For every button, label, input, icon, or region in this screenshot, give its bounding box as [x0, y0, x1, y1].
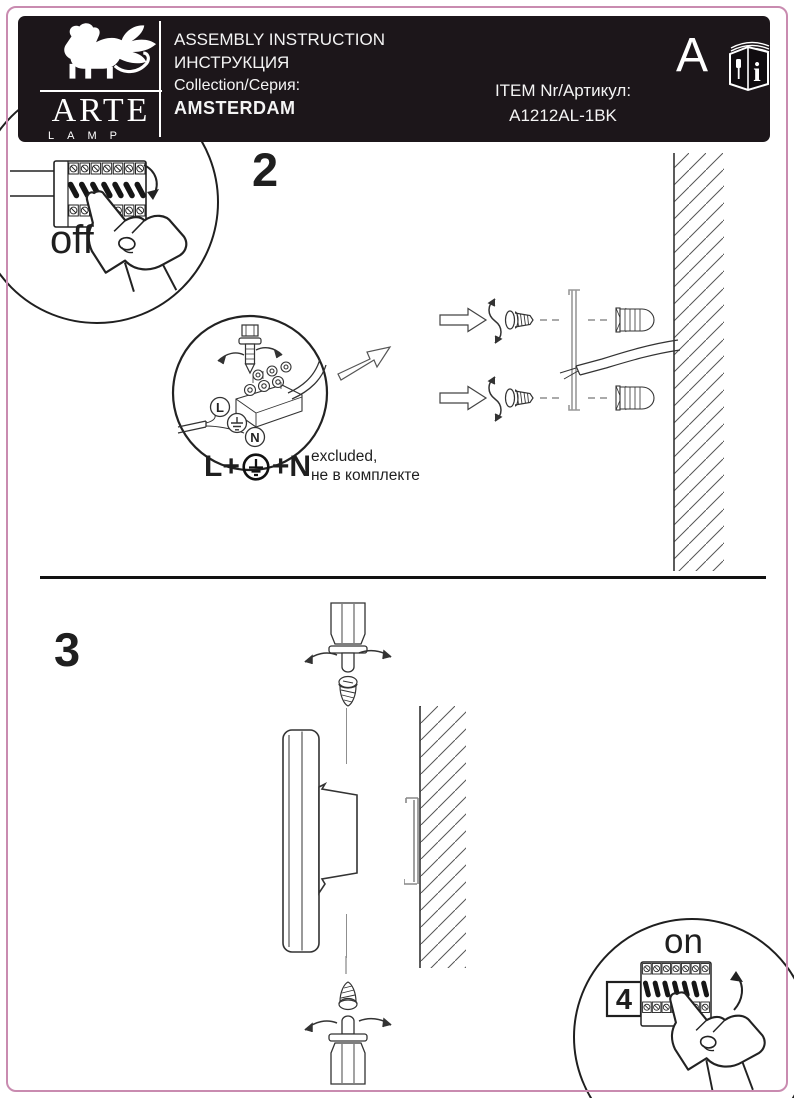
wall-section-step3 — [404, 706, 466, 968]
terminal-n-label: N — [250, 430, 259, 445]
rotation-arrow-icon — [304, 1017, 392, 1032]
mounting-bracket-icon — [404, 797, 419, 885]
circuit-breaker-on-icon: 4 — [605, 961, 766, 1092]
section-divider — [40, 576, 766, 579]
header-divider — [159, 21, 161, 137]
item-value: A1212AL-1BK — [509, 106, 617, 125]
item-label: ITEM Nr/Артикул: — [494, 81, 632, 100]
revision-letter: A — [676, 29, 709, 82]
rotation-arrow-icon — [487, 298, 503, 344]
collection-label: Collection/Серия: — [174, 77, 301, 94]
finial-assembly-bottom — [304, 956, 392, 1085]
terminal-labels: L N — [209, 396, 266, 448]
step4-number: 4 — [616, 984, 632, 1016]
brand-name: ARTE — [51, 92, 151, 129]
rotation-arrow-icon — [487, 376, 503, 422]
finial-assembly-top — [304, 602, 392, 707]
item-block: ITEM Nr/Артикул: A1212AL-1BK — [438, 78, 688, 128]
terminal-l-label: L — [216, 400, 224, 415]
centerline — [345, 708, 347, 764]
lamp-collar-icon — [318, 782, 358, 896]
wall-section-step2 — [673, 153, 724, 571]
header-titles: ASSEMBLY INSTRUCTION ИНСТРУКЦИЯ Collecti… — [174, 28, 385, 120]
logo-rule — [40, 90, 162, 92]
terminal-block-icon — [235, 361, 303, 428]
screw-icon — [338, 675, 358, 707]
title-en: ASSEMBLY INSTRUCTION — [174, 30, 385, 49]
step3-number: 3 — [54, 623, 81, 676]
supply-cable-icon — [559, 339, 680, 380]
power-on-label: on — [664, 922, 703, 961]
mounting-row — [439, 376, 655, 422]
rotation-arrow-icon — [217, 347, 283, 365]
hand-icon — [669, 991, 766, 1092]
screw-icon — [338, 981, 358, 1011]
manual-letter: i — [753, 57, 761, 87]
header: ARTE LAMP ASSEMBLY INSTRUCTION ИНСТРУКЦИ… — [18, 16, 770, 142]
earth-ground-icon — [226, 412, 248, 434]
rotation-arrow-icon — [304, 649, 392, 664]
wiring-formula: L+ +N — [204, 450, 311, 484]
instruction-manual-icon: i — [729, 41, 770, 92]
lamp-body-icon — [282, 729, 358, 953]
earth-ground-icon — [242, 453, 270, 481]
terminal-screw-icon — [238, 324, 262, 375]
title-ru: ИНСТРУКЦИЯ — [174, 53, 290, 72]
power-off-label: off — [50, 218, 94, 262]
direction-arrow-icon — [439, 307, 488, 333]
screwdriver-icon — [736, 59, 741, 79]
screw-icon — [504, 388, 534, 408]
brand-subname: LAMP — [48, 130, 130, 142]
wiring-detail-inset: L N — [171, 314, 329, 472]
wall-mounting-diagram — [439, 289, 680, 422]
mounting-row — [439, 298, 655, 344]
direction-arrow-icon — [337, 346, 392, 381]
centerline — [345, 914, 347, 958]
rotate-up-arrow-icon — [730, 971, 743, 1011]
wall-anchor-icon — [615, 307, 655, 333]
finial-cap-icon — [330, 1042, 366, 1085]
excluded-note-ru: не в комплекте — [311, 467, 420, 484]
circuit-breaker-off-icon — [10, 160, 188, 293]
wall-anchor-icon — [615, 385, 655, 411]
screw-icon — [504, 310, 534, 330]
direction-arrow-icon — [439, 385, 488, 411]
finial-cap-icon — [330, 602, 366, 645]
excluded-note-en: excluded, — [311, 448, 378, 465]
collection-value: AMSTERDAM — [174, 98, 296, 118]
wiring-n-text: +N — [271, 450, 312, 483]
mounting-bracket-icon — [568, 289, 580, 411]
step2-number: 2 — [252, 143, 279, 196]
rotate-down-arrow-icon — [143, 164, 159, 200]
wiring-l-text: L+ — [204, 450, 240, 483]
winged-lion-icon — [64, 23, 157, 79]
hand-icon — [85, 190, 188, 293]
